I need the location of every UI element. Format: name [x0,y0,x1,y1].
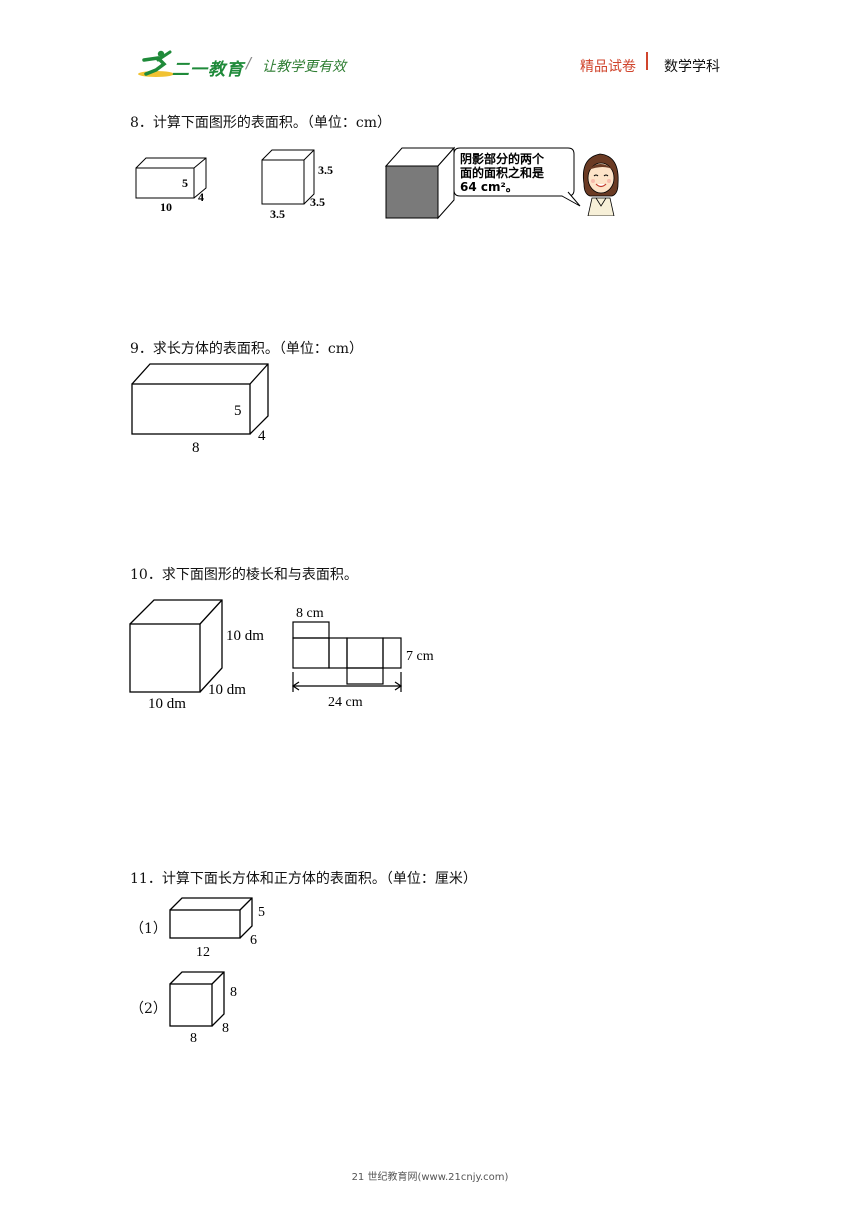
q8-speech-bubble: 阴影部分的两个 面的面积之和是 64 cm²。 [453,147,581,207]
logo-runner-icon [138,50,174,77]
q8-fig2-length: 3.5 [270,207,285,221]
bubble-line-1: 阴影部分的两个 [460,151,545,166]
q10-figure-net: 8 cm 7 cm 24 cm [291,606,434,710]
header-label-subject: 数学学科 [664,59,720,75]
q9-width: 4 [258,428,266,444]
q11-part-2-cube: 8 8 8 [169,971,237,1046]
header-label-premium: 精品试卷 [580,59,636,75]
q10-net-bottom-label: 24 cm [328,695,363,710]
bubble-line-2: 面的面积之和是 [460,165,545,180]
q10-cube-edge-right: 10 dm [226,628,264,644]
q8-figure-cube: 3.5 3.5 3.5 [261,149,333,221]
q8-fig1-height: 5 [182,176,188,190]
bubble-line-3: 64 cm²。 [460,180,518,194]
q8-fig2-height: 3.5 [318,163,333,177]
q10-net-right-label: 7 cm [406,649,434,664]
q11-part-1-label: （1） [130,921,167,937]
q11-p1-width: 6 [250,933,257,948]
q11-p1-height: 5 [258,905,265,920]
q8-figure-shaded-cube [384,146,456,220]
question-10-text: 10．求下面图形的棱长和与表面积。 [130,567,358,583]
q11-p2-length: 8 [190,1031,197,1046]
header-slogan: 让教学更有效 [262,59,346,75]
q10-net-top-label: 8 cm [296,606,324,621]
logo-text: 二一教育 [172,60,244,80]
q8-fig2-depth: 3.5 [310,195,325,209]
q10-cube-edge-depth: 10 dm [208,682,246,698]
q11-p2-depth: 8 [222,1021,229,1036]
q9-length: 8 [192,440,200,456]
q11-p1-length: 12 [196,945,210,960]
header: 二一教育 / 让教学更有效 精品试卷 数学学科 [0,0,860,90]
q9-figure-cuboid: 5 4 8 [131,363,269,456]
q11-part-2-label: （2） [130,1001,167,1017]
q9-height: 5 [234,403,242,419]
header-separator [646,52,648,70]
q11-part-1-cuboid: 5 6 12 [169,897,265,960]
header-slash: / [246,54,252,72]
question-11-text: 11．计算下面长方体和正方体的表面积。（单位：厘米） [130,871,477,887]
question-9-text: 9．求长方体的表面积。（单位：cm） [130,341,364,357]
q11-p2-height: 8 [230,985,237,1000]
question-8-text: 8．计算下面图形的表面积。（单位：cm） [130,115,392,131]
q8-fig1-length: 10 [160,200,172,214]
q10-cube-edge-bottom: 10 dm [148,696,186,712]
q8-fig1-width: 4 [198,190,204,204]
footer-text: 21 世纪教育网(www.21cnjy.com) [351,1172,509,1183]
q8-figure-cuboid: 5 4 10 [135,157,207,214]
q10-figure-cube: 10 dm 10 dm 10 dm [129,599,264,712]
girl-avatar-icon [582,153,619,216]
